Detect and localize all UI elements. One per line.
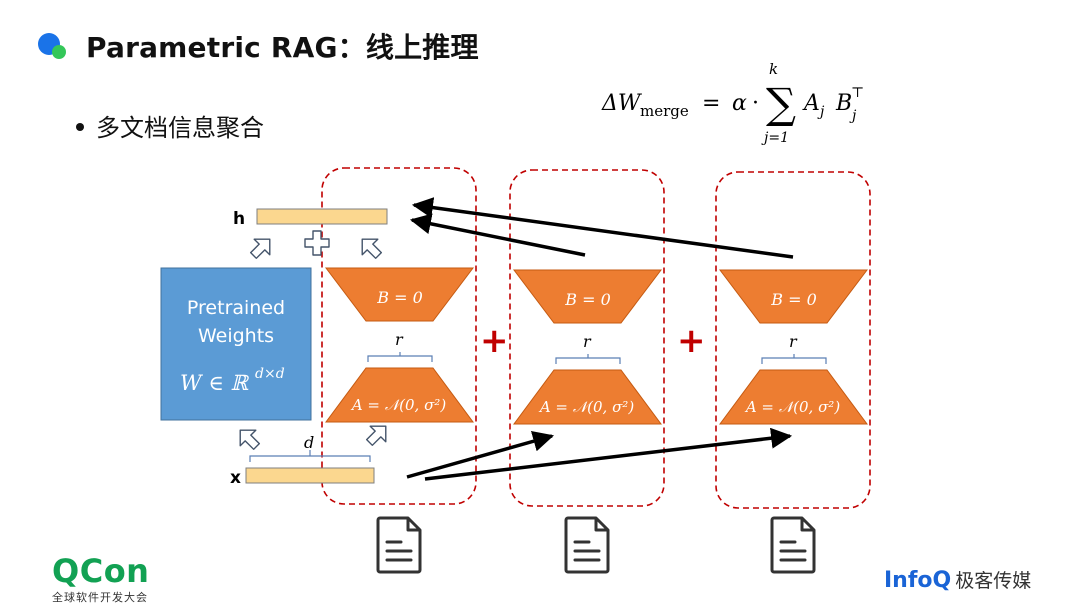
- r-label-3: r: [789, 332, 798, 351]
- r-brace-3: [761, 354, 827, 364]
- bullet-dot-icon: [76, 123, 84, 131]
- arrow-input-3: [424, 427, 793, 481]
- bullet-text: 多文档信息聚合: [96, 114, 264, 142]
- hollow-arrow-icon: [231, 421, 265, 455]
- qcon-logo: QCon 全球软件开发大会: [52, 555, 149, 605]
- formula-cdot: ·: [752, 91, 759, 116]
- A-matrix-3: [719, 369, 868, 425]
- B-matrix-1: [324, 267, 475, 322]
- h-output-bar: [256, 208, 388, 225]
- formula-A: A: [802, 91, 820, 116]
- formula-B-sup: ⊤: [851, 85, 864, 101]
- add-plus-icon: [304, 230, 330, 256]
- arrow-output-3: [411, 197, 794, 259]
- formula-equals: =: [702, 91, 720, 116]
- r-label-1: r: [395, 330, 404, 349]
- adapter-group-3: [715, 171, 871, 509]
- formula-lhs: ΔW: [601, 91, 643, 116]
- header-bullet-icon: [38, 33, 66, 59]
- document-icon: [376, 516, 422, 574]
- hollow-arrow-icon: [245, 230, 279, 264]
- page-title: Parametric RAG：线上推理: [86, 31, 479, 64]
- plus-sign-2: +: [677, 321, 706, 361]
- qcon-subtitle: 全球软件开发大会: [52, 591, 148, 604]
- infoq-wordmark: InfoQ: [884, 568, 952, 593]
- formula-sum-top: k: [769, 60, 778, 78]
- d-brace: [249, 450, 371, 462]
- A-label-2: A = 𝒩(0, σ²): [538, 398, 634, 416]
- B-matrix-2: [512, 269, 663, 324]
- formula-B: B: [835, 91, 852, 116]
- B-matrix-3: [718, 269, 869, 324]
- pretrained-math-sup: d×d: [255, 366, 285, 382]
- d-label: d: [304, 433, 314, 452]
- infoq-chinese: 极客传媒: [955, 570, 1032, 592]
- formula-sum-sign: ∑: [766, 79, 796, 128]
- r-label-2: r: [583, 332, 592, 351]
- hollow-arrow-icon: [353, 230, 387, 264]
- A-label-1: A = 𝒩(0, σ²): [350, 396, 446, 414]
- arrow-input-2: [406, 431, 555, 479]
- x-input-bar: [245, 467, 375, 484]
- formula-A-sub: j: [817, 104, 825, 120]
- merge-formula: ΔW merge = α · k ∑ j=1 A j B j ⊤: [601, 60, 864, 146]
- pretrained-weights-box: [160, 267, 312, 421]
- pretrained-label-2: Weights: [198, 325, 274, 347]
- formula-B-sub: j: [849, 108, 857, 124]
- hollow-arrow-icon: [361, 417, 395, 451]
- B-label-1: B = 0: [376, 288, 423, 307]
- bullet-point: 多文档信息聚合: [76, 108, 264, 143]
- formula-sum-bottom: j=1: [761, 130, 789, 146]
- adapter-group-2: [509, 169, 665, 507]
- x-label: x: [230, 468, 241, 488]
- pretrained-label-1: Pretrained: [187, 297, 285, 319]
- arrow-output-2: [409, 213, 586, 257]
- A-matrix-2: [513, 369, 662, 425]
- formula-lhs-sub: merge: [640, 102, 689, 120]
- r-brace-2: [555, 354, 621, 364]
- adapter-group-1: [321, 167, 477, 505]
- qcon-wordmark: QCon: [52, 552, 150, 590]
- formula-alpha: α: [732, 91, 747, 116]
- h-label: h: [233, 209, 245, 229]
- document-icon: [564, 516, 610, 574]
- B-label-3: B = 0: [770, 290, 817, 309]
- A-matrix-1: [325, 367, 474, 423]
- plus-sign-1: +: [480, 321, 509, 361]
- pretrained-math: W ∈ ℝ: [180, 371, 249, 395]
- r-brace-1: [367, 352, 433, 362]
- document-icon: [770, 516, 816, 574]
- B-label-2: B = 0: [564, 290, 611, 309]
- A-label-3: A = 𝒩(0, σ²): [744, 398, 840, 416]
